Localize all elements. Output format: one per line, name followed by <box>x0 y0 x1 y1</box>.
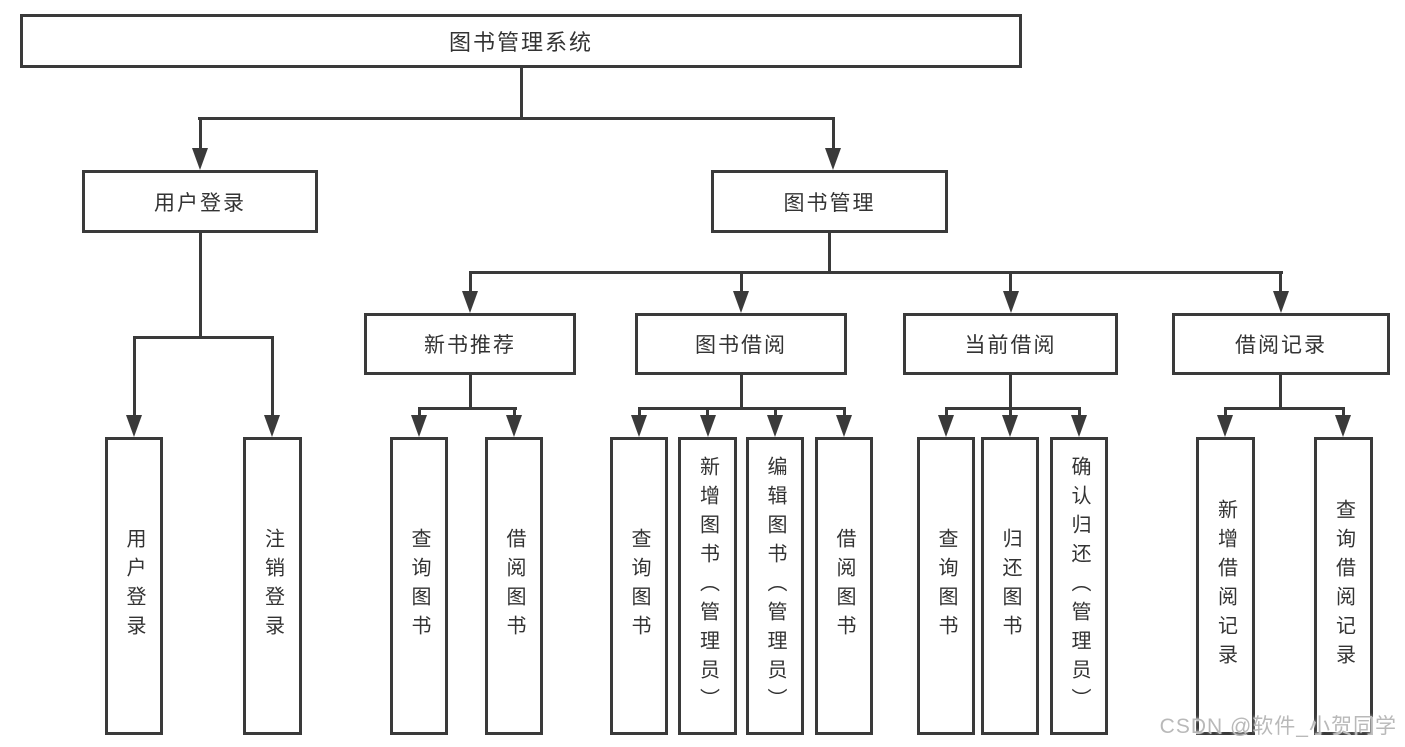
node-book-management-label: 图书管理 <box>783 191 876 215</box>
node-root: 图书管理系统 <box>20 14 1022 68</box>
arrowhead-l4 <box>506 415 522 437</box>
connector-root-hline <box>198 117 834 120</box>
leaf-user-login: 用户登录 <box>105 437 163 735</box>
leaf-user-login-label: 用户登录 <box>123 528 145 644</box>
arrowhead-recommend <box>462 291 478 313</box>
connector-current-stub <box>1009 375 1012 410</box>
leaf-confirm-return-admin: 确认归还（管理员） <box>1050 437 1108 735</box>
connector-shaft-l5 <box>637 407 641 417</box>
node-new-book-recommend: 新书推荐 <box>364 313 576 375</box>
leaf-add-borrow-record-label: 新增借阅记录 <box>1214 499 1237 673</box>
leaf-query-books-borrow-label: 查询图书 <box>628 528 650 644</box>
node-root-label: 图书管理系统 <box>448 30 593 55</box>
connector-shaft-l3 <box>417 407 421 417</box>
connector-userlogin-stub <box>198 233 202 339</box>
arrowhead-l3 <box>411 415 427 437</box>
leaf-query-borrow-record: 查询借阅记录 <box>1314 437 1373 735</box>
connector-shaft-l10 <box>1008 407 1012 417</box>
connector-recommend-hline <box>417 407 517 410</box>
connector-shaft-l11 <box>1077 407 1081 417</box>
arrowhead-l10 <box>1002 415 1018 437</box>
arrowhead-l9 <box>938 415 954 437</box>
connector-current-hline <box>944 407 1081 410</box>
arrowhead-leaf-login <box>126 415 142 437</box>
connector-root-stub <box>519 68 523 120</box>
leaf-logout-label: 注销登录 <box>261 528 284 644</box>
connector-shaft-l13 <box>1341 407 1345 417</box>
arrowhead-user-login <box>192 148 208 170</box>
connector-shaft-leaf-login <box>132 336 136 417</box>
leaf-add-books-admin-label: 新增图书（管理员） <box>696 455 719 717</box>
leaf-borrow-books-label: 借阅图书 <box>833 528 855 644</box>
leaf-query-books-borrow: 查询图书 <box>610 437 668 735</box>
leaf-add-borrow-record: 新增借阅记录 <box>1196 437 1255 735</box>
leaf-query-books-current-label: 查询图书 <box>935 528 957 644</box>
node-borrow-records-label: 借阅记录 <box>1235 334 1327 357</box>
connector-shaft-l4 <box>512 407 516 417</box>
connector-borrow-stub <box>739 375 743 410</box>
connector-shaft-recommend <box>468 271 472 293</box>
connector-shaft-records <box>1279 271 1282 293</box>
leaf-edit-books-admin: 编辑图书（管理员） <box>746 437 804 735</box>
arrowhead-l5 <box>631 415 647 437</box>
arrowhead-records <box>1272 291 1289 313</box>
connector-shaft-l8 <box>842 407 846 417</box>
leaf-query-books-recommend: 查询图书 <box>390 437 448 735</box>
connector-shaft-l7 <box>773 407 777 417</box>
node-book-borrow: 图书借阅 <box>635 313 847 375</box>
arrowhead-l12 <box>1217 415 1233 437</box>
connector-shaft-l12 <box>1223 407 1227 417</box>
connector-shaft-l6 <box>706 407 709 417</box>
connector-records-stub <box>1279 375 1282 410</box>
node-new-book-recommend-label: 新书推荐 <box>424 334 516 357</box>
leaf-edit-books-admin-label: 编辑图书（管理员） <box>764 455 786 717</box>
connector-recommend-stub <box>468 375 472 410</box>
connector-shaft-leaf-logout <box>270 336 274 417</box>
leaf-borrow-books-recommend: 借阅图书 <box>485 437 543 735</box>
leaf-query-books-recommend-label: 查询图书 <box>408 528 430 644</box>
leaf-confirm-return-admin-label: 确认归还（管理员） <box>1068 455 1090 717</box>
node-book-management: 图书管理 <box>711 170 948 233</box>
arrowhead-l11 <box>1071 415 1087 437</box>
node-book-borrow-label: 图书借阅 <box>695 334 787 357</box>
leaf-return-books: 归还图书 <box>981 437 1039 735</box>
arrowhead-borrow <box>733 291 749 313</box>
leaf-query-borrow-record-label: 查询借阅记录 <box>1332 499 1355 673</box>
arrowhead-book-management <box>825 148 841 170</box>
connector-bookmgmt-stub <box>827 233 831 274</box>
connector-shaft-user-login <box>198 117 202 150</box>
connector-shaft-book-management <box>831 117 835 150</box>
arrowhead-l7 <box>767 415 783 437</box>
arrowhead-l6 <box>699 415 716 437</box>
arrowhead-l8 <box>836 415 852 437</box>
node-current-borrow: 当前借阅 <box>903 313 1118 375</box>
connector-shaft-l9 <box>944 407 948 417</box>
node-user-login-label: 用户登录 <box>154 191 246 215</box>
connector-userlogin-hline <box>132 336 274 339</box>
leaf-add-books-admin: 新增图书（管理员） <box>678 437 737 735</box>
connector-shaft-borrow <box>739 271 743 293</box>
connector-borrow-hline <box>637 407 846 410</box>
leaf-query-books-current: 查询图书 <box>917 437 975 735</box>
arrowhead-current <box>1002 291 1019 313</box>
node-borrow-records: 借阅记录 <box>1172 313 1390 375</box>
leaf-return-books-label: 归还图书 <box>999 528 1021 644</box>
leaf-borrow-books: 借阅图书 <box>815 437 873 735</box>
leaf-borrow-books-recommend-label: 借阅图书 <box>503 528 525 644</box>
node-user-login: 用户登录 <box>82 170 318 233</box>
arrowhead-leaf-logout <box>264 415 280 437</box>
connector-shaft-current <box>1009 271 1012 293</box>
node-current-borrow-label: 当前借阅 <box>964 334 1057 357</box>
arrowhead-l13 <box>1335 415 1351 437</box>
connector-records-hline <box>1223 407 1345 410</box>
csdn-watermark: CSDN @软件_小贺同学 <box>1159 715 1397 738</box>
connector-bookmgmt-hline <box>468 271 1283 274</box>
leaf-logout: 注销登录 <box>243 437 302 735</box>
